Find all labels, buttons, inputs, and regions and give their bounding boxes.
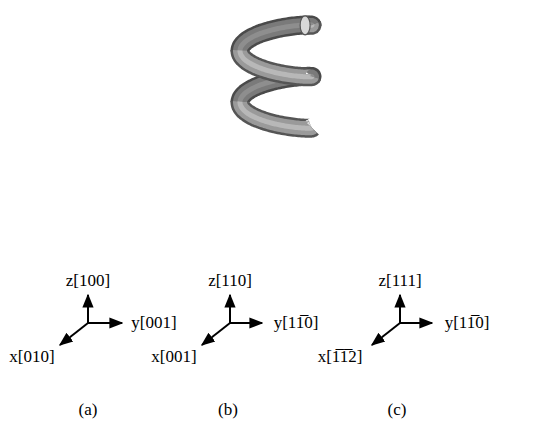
axis-label: z[110] bbox=[208, 272, 252, 291]
axis-arrow bbox=[230, 322, 262, 324]
axis-label: x[010] bbox=[9, 348, 54, 367]
axis-arrow bbox=[202, 323, 230, 345]
helix-tube bbox=[240, 16, 312, 128]
panel-label: (b) bbox=[218, 401, 238, 420]
axis-label: y[001] bbox=[131, 314, 176, 333]
panel-label: (a) bbox=[79, 401, 98, 420]
axis-label: z[111] bbox=[378, 272, 421, 291]
axis-arrow bbox=[87, 295, 89, 323]
axis-label: x[1̅1̅2] bbox=[318, 348, 363, 367]
axis-arrow bbox=[399, 295, 401, 323]
axis-label: y[11̅0] bbox=[445, 314, 490, 333]
axis-arrow bbox=[372, 323, 400, 345]
axis-arrow bbox=[60, 323, 88, 345]
axis-arrow bbox=[88, 322, 122, 324]
axis-arrow bbox=[229, 295, 231, 323]
panel-label: (c) bbox=[388, 401, 407, 420]
axis-label: z[100] bbox=[66, 272, 110, 291]
axis-label: x[001] bbox=[151, 348, 196, 367]
axis-label: y[11̅0] bbox=[274, 314, 319, 333]
axis-arrow bbox=[400, 322, 432, 324]
axis-arrows bbox=[60, 295, 432, 345]
